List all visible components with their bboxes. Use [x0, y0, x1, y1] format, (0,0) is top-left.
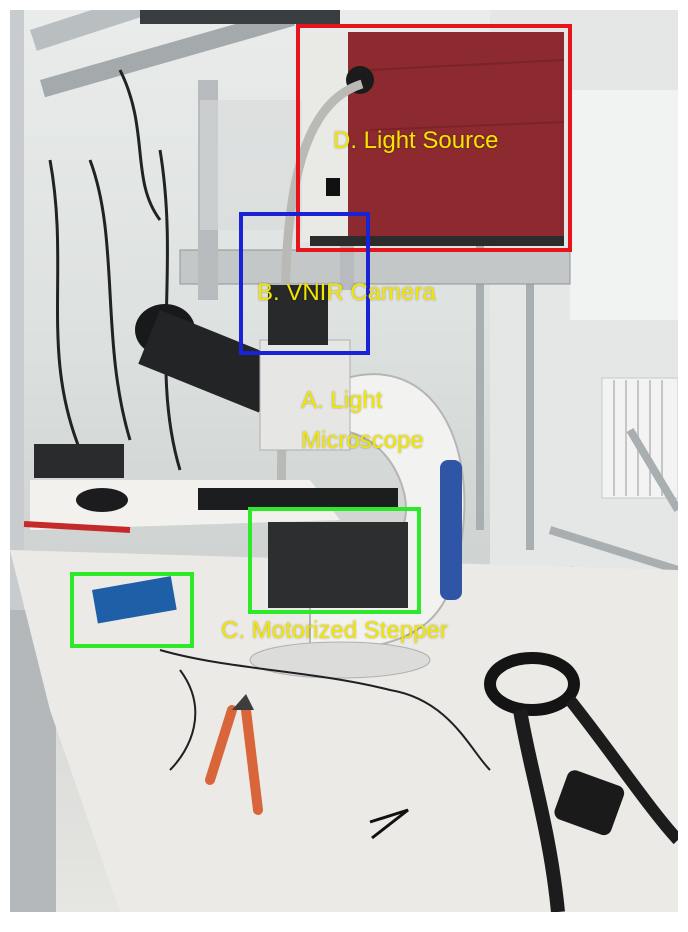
arduino-board: [91, 576, 177, 624]
light-microscope: [135, 304, 466, 679]
vnir-camera-label: B. VNIR Camera: [257, 279, 436, 306]
stepper-label: C. Motorized Stepper: [221, 617, 448, 644]
table-cables: [159, 649, 491, 771]
stepper-highlight-box: [248, 507, 421, 614]
microscope-label-line1: A. Light: [301, 387, 383, 414]
post-left: [10, 10, 24, 610]
cables-left: [48, 69, 182, 471]
allen-key: [369, 808, 409, 840]
lab-photo: D. Light Source B. VNIR Camera A. Light …: [10, 10, 678, 912]
radiator: [601, 377, 678, 499]
pliers: [205, 694, 263, 815]
lab-scene-illustration: [10, 10, 678, 912]
vnir-camera-highlight-box: [239, 212, 370, 355]
controller-box: [34, 444, 124, 478]
light-source-unit: [302, 32, 565, 246]
light-source-highlight-box: [296, 24, 572, 252]
light-source-label: D. Light Source: [333, 127, 499, 154]
power-adapter: [554, 770, 625, 836]
vnir-camera-body: [268, 285, 328, 345]
window-panel: [570, 90, 678, 320]
ring-light: [484, 652, 678, 912]
aluminium-rail-top: [30, 10, 340, 98]
table-surface: [10, 550, 678, 912]
arduino-highlight-box: [70, 572, 194, 648]
lens-ring-small: [76, 488, 128, 512]
microscope-label-line2: Microscope: [301, 427, 424, 454]
screwdriver: [23, 521, 131, 533]
